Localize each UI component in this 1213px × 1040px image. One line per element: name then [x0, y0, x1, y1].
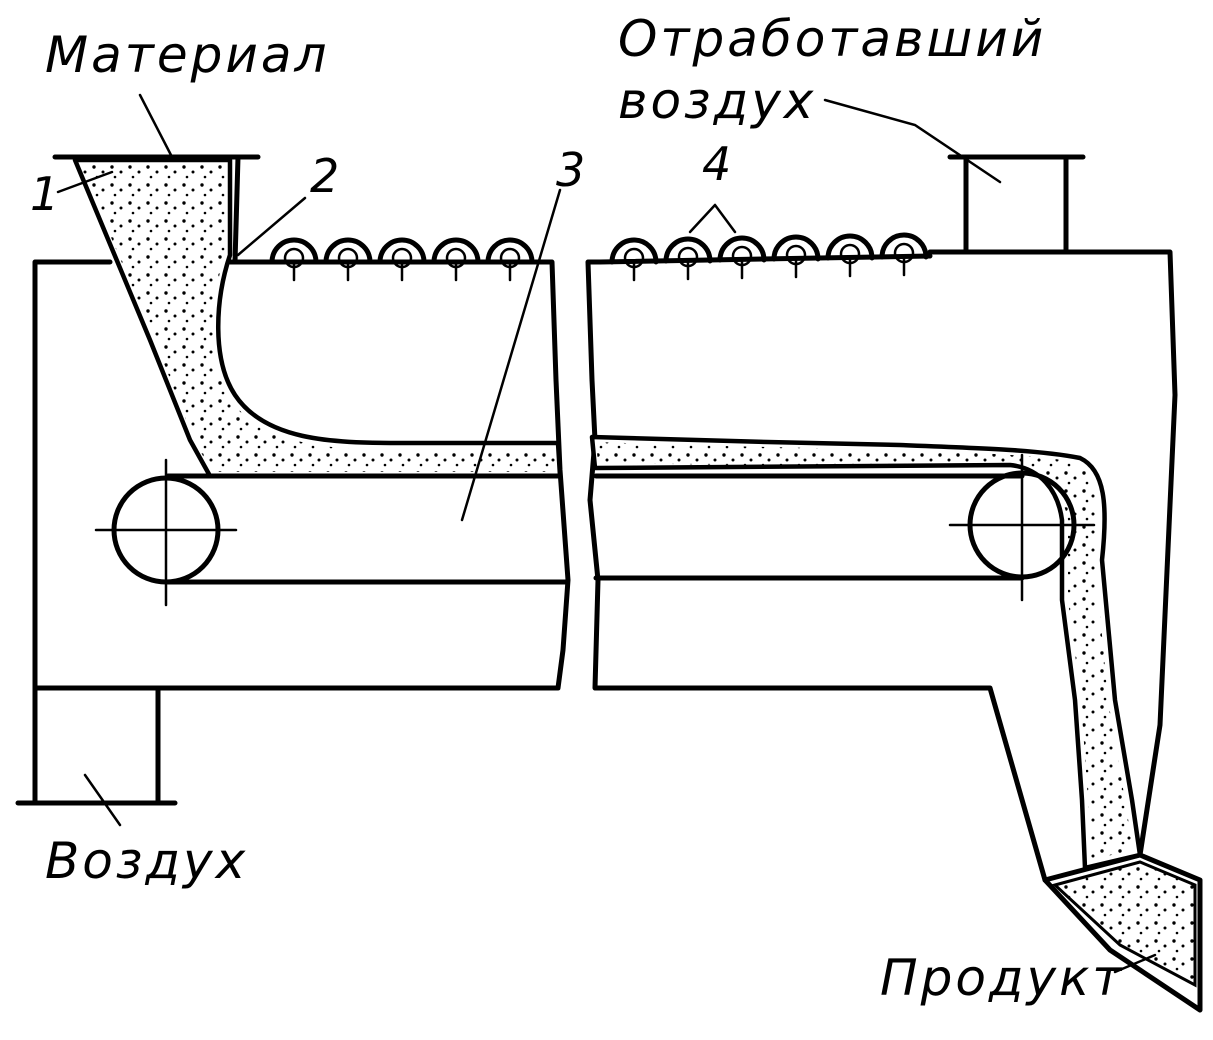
material-layer-right-dots [596, 442, 1133, 860]
nozzle-icon [485, 237, 535, 282]
feed-hopper [52, 154, 261, 265]
nozzle-icon [771, 234, 821, 279]
air-label: Воздух [45, 832, 248, 890]
product-outlet [1042, 852, 1203, 1013]
callout-3: 3 [556, 143, 585, 197]
exhaust-air-label-line2: воздух [618, 72, 816, 130]
right-pulley [948, 453, 1096, 602]
callout-2: 2 [310, 149, 339, 203]
nozzle-icon [431, 237, 481, 282]
callout-1: 1 [30, 167, 59, 221]
material-label: Материал [45, 26, 330, 84]
exhaust-air-label-line1: Отработавший [618, 10, 1046, 68]
material-layer-right [589, 434, 1143, 871]
nozzle-icon [717, 235, 767, 280]
material-layer-left-dots [80, 165, 556, 472]
nozzle-icon [663, 236, 713, 281]
left-pulley [94, 458, 238, 607]
nozzle-icon [879, 232, 929, 277]
exhaust-air-duct [947, 154, 1086, 255]
air-nozzles-left [269, 237, 535, 282]
nozzle-icon [323, 237, 373, 282]
nozzle-icon [269, 237, 319, 282]
air-inlet-duct [15, 685, 178, 806]
conveyor-belt [165, 473, 1025, 585]
leader-lines [56, 93, 1157, 974]
dryer-housing-left [32, 259, 571, 691]
product-outlet-material [1051, 860, 1197, 988]
dryer-housing-right [585, 249, 1178, 883]
callout-4: 4 [702, 137, 731, 191]
nozzle-icon [377, 237, 427, 282]
nozzle-icon [825, 233, 875, 278]
nozzle-icon [609, 237, 659, 282]
air-nozzles-right [597, 232, 933, 282]
product-label: Продукт [880, 949, 1124, 1007]
